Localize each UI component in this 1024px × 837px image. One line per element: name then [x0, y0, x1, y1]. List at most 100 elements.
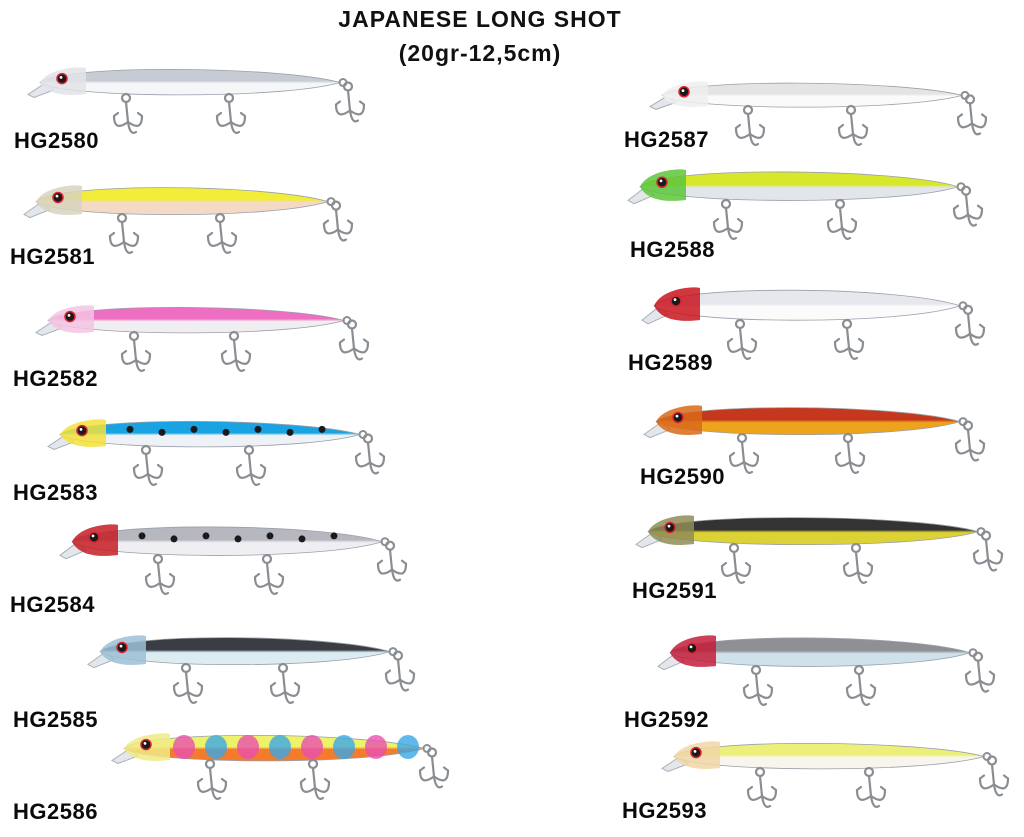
lure-illustration: [23, 185, 354, 254]
treble-hook: [132, 444, 164, 486]
lure-eye: [686, 642, 698, 655]
treble-hook: [964, 651, 996, 693]
lure-eye: [116, 641, 128, 654]
lure-illustration: [27, 67, 366, 134]
color-band: [397, 735, 419, 759]
treble-hook: [746, 766, 778, 808]
lure-eye: [672, 411, 684, 424]
body-spot: [138, 532, 146, 540]
lure-eye: [678, 86, 690, 98]
eye-highlight: [675, 414, 679, 418]
treble-hook: [108, 212, 140, 254]
eye-highlight: [91, 534, 95, 538]
treble-hook: [299, 758, 331, 800]
lure-eye: [140, 738, 152, 751]
treble-hook: [742, 664, 774, 706]
lure-illustration: [627, 169, 984, 240]
treble-hook: [728, 432, 760, 474]
treble-hook: [978, 755, 1010, 797]
treble-hook: [376, 540, 408, 582]
color-band: [269, 735, 291, 759]
lure-eye: [88, 531, 100, 544]
treble-hook: [235, 444, 267, 486]
treble-hook: [120, 330, 152, 372]
eye-highlight: [119, 644, 123, 648]
lure-code: HG2587: [624, 127, 709, 152]
body-spot: [286, 428, 294, 436]
treble-hook: [952, 185, 984, 227]
eye-highlight: [673, 298, 677, 302]
lure-illustration: [111, 733, 450, 800]
body-spot: [254, 425, 262, 433]
lure-illustration: [661, 741, 1010, 808]
lure-item: [660, 734, 1024, 834]
lure-item: [22, 178, 422, 278]
lure-illustration: [87, 635, 416, 704]
treble-hook: [855, 766, 887, 808]
body-spot: [318, 425, 326, 433]
treble-hook: [354, 433, 386, 475]
lure-code: HG2585: [13, 707, 98, 732]
treble-hook: [269, 662, 301, 704]
treble-hook: [338, 319, 370, 361]
eye-highlight: [667, 524, 671, 528]
lure-eye: [56, 72, 68, 85]
lure-item: [642, 398, 1024, 498]
eye-highlight: [143, 742, 147, 745]
treble-hook: [826, 198, 858, 240]
lure-body: [673, 742, 986, 770]
lure-code: HG2589: [628, 350, 713, 375]
lure-illustration: [47, 419, 386, 486]
lure-item: [634, 508, 1024, 608]
treble-hook: [956, 94, 988, 136]
treble-hook: [322, 200, 354, 242]
lure-item: [656, 628, 1024, 728]
body-spot: [158, 428, 166, 436]
color-band: [205, 735, 227, 759]
lure-illustration: [643, 405, 986, 474]
lure-eye: [52, 191, 64, 204]
lure-illustration: [641, 287, 986, 360]
treble-hook: [954, 420, 986, 462]
treble-hook: [215, 92, 247, 134]
lure-item: [46, 412, 446, 512]
lure-code: HG2584: [10, 592, 95, 617]
treble-hook: [384, 650, 416, 692]
lure-item: [648, 74, 1024, 174]
lure-eye: [690, 746, 702, 759]
lure-code: HG2581: [10, 244, 95, 269]
treble-hook: [712, 198, 744, 240]
lure-code: HG2580: [14, 128, 99, 153]
lure-code: HG2592: [624, 707, 709, 732]
lure-body: [71, 526, 384, 556]
eye-highlight: [659, 179, 663, 183]
color-band: [237, 735, 259, 759]
treble-hook: [954, 304, 986, 346]
treble-hook: [418, 747, 450, 789]
page-subtitle: (20gr-12,5cm): [398, 40, 562, 66]
treble-hook: [720, 542, 752, 584]
lure-body: [639, 171, 960, 201]
treble-hook: [834, 432, 866, 474]
eye-highlight: [67, 314, 71, 317]
lure-code: HG2588: [630, 237, 715, 262]
treble-hook: [845, 664, 877, 706]
lure-code: HG2591: [632, 578, 717, 603]
lure-code: HG2583: [13, 480, 98, 505]
color-band: [173, 735, 195, 759]
lure-illustration: [635, 515, 1004, 584]
color-band: [333, 735, 355, 759]
lure-eye: [76, 424, 88, 437]
treble-hook: [833, 318, 865, 360]
lure-item: [34, 298, 434, 398]
treble-hook: [842, 542, 874, 584]
body-spot: [202, 532, 210, 540]
lure-code: HG2593: [622, 798, 707, 823]
lure-illustration: [657, 635, 996, 706]
lure-illustration: [35, 305, 370, 372]
lure-eye: [670, 295, 682, 307]
eye-highlight: [55, 194, 59, 198]
treble-hook: [144, 553, 176, 595]
lure-item: [86, 628, 486, 728]
eye-highlight: [681, 89, 685, 93]
